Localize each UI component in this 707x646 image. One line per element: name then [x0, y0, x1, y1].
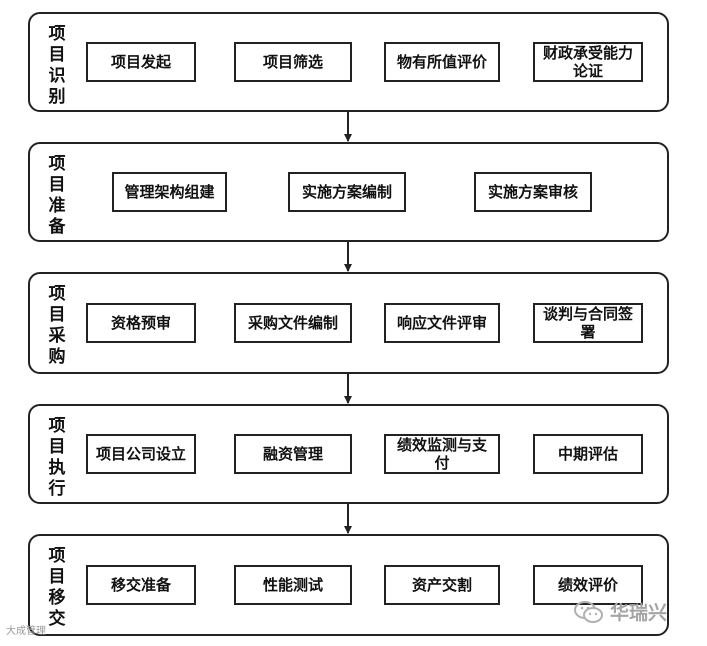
- step-box: 绩效评价: [533, 565, 643, 605]
- step-box: 中期评估: [533, 434, 643, 474]
- step-box: 项目筛选: [234, 42, 352, 82]
- step-box: 谈判与合同签署: [533, 303, 643, 343]
- step-box: 响应文件评审: [384, 303, 500, 343]
- step-box: 性能测试: [234, 565, 352, 605]
- step-box: 管理架构组建: [112, 172, 227, 212]
- watermark-left: 大成管理: [6, 626, 46, 637]
- step-box: 物有所值评价: [384, 42, 500, 82]
- wechat-icon: [574, 600, 603, 623]
- stage-label: 项目采购: [48, 284, 66, 367]
- step-box: 实施方案审核: [474, 172, 592, 212]
- step-box: 采购文件编制: [234, 303, 352, 343]
- stage-label: 项目识别: [48, 24, 66, 107]
- step-box: 绩效监测与支付: [384, 434, 500, 474]
- step-box: 资格预审: [86, 303, 196, 343]
- step-box: 融资管理: [234, 434, 352, 474]
- step-box: 财政承受能力论证: [533, 42, 643, 82]
- step-box: 移交准备: [86, 565, 196, 605]
- stage-label: 项目执行: [48, 416, 66, 499]
- stage-label: 项目准备: [48, 154, 66, 237]
- step-box: 实施方案编制: [288, 172, 406, 212]
- step-box: 项目发起: [86, 42, 196, 82]
- watermark-right: 华瑞兴: [574, 598, 667, 625]
- watermark-right-text: 华瑞兴: [610, 602, 668, 624]
- step-box: 项目公司设立: [86, 434, 196, 474]
- step-box: 资产交割: [384, 565, 500, 605]
- stage-label: 项目移交: [48, 546, 66, 629]
